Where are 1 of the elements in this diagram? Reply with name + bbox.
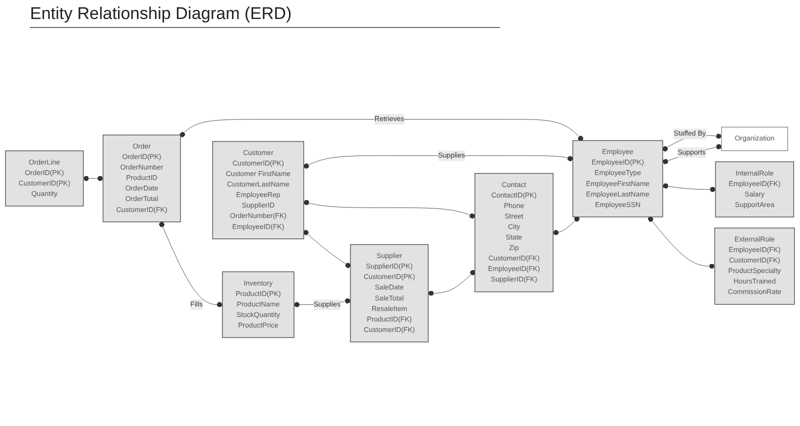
diagram-title: Entity Relationship Diagram (ERD)	[30, 4, 500, 28]
